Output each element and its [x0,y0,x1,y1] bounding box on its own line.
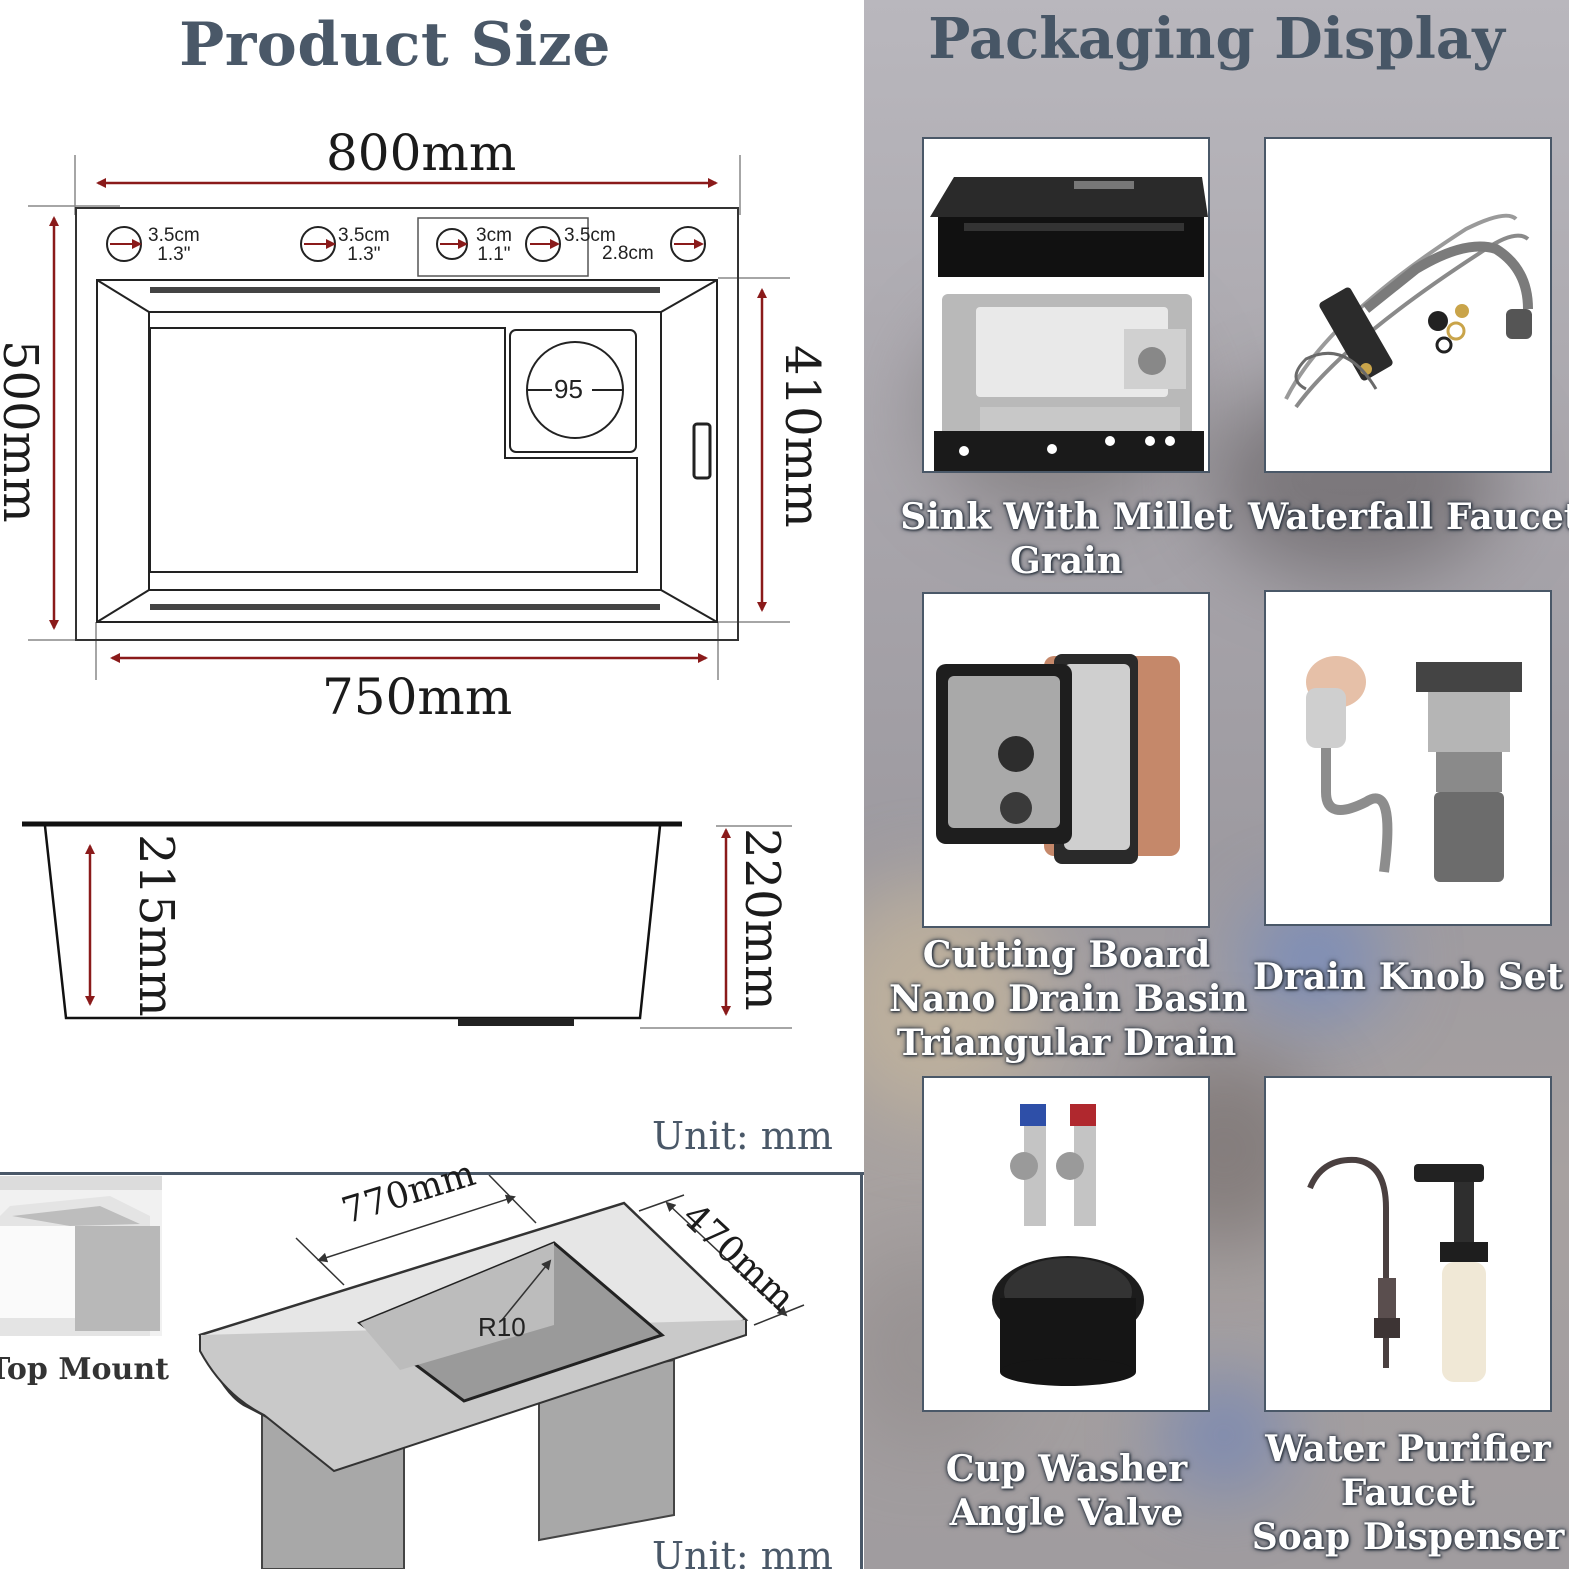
hole-4-label: 3.5cm [564,225,616,246]
basin-card [922,592,1210,928]
top-mount-thumbnail [0,1176,162,1336]
drain-icon [1306,656,1522,882]
hole-5-label: 2.8cm [602,243,654,264]
caption-drain: Drain Knob Set [1252,956,1564,998]
faucet-card [1264,137,1552,473]
sink-icon [930,177,1208,471]
packaging-display-title: Packaging Display [928,6,1505,72]
product-size-title: Product Size [179,10,611,80]
drain-card [1264,590,1552,926]
sink-side-view [22,821,792,1029]
caption-faucet: Waterfall Faucet [1248,496,1569,538]
cutout-drawing [198,1175,805,1569]
divider-line [0,1172,864,1175]
cutout-depth-arrow [665,1201,788,1317]
inset-divider [860,1172,863,1569]
sink-card [922,137,1210,473]
inner-height-label: 410mm [774,345,830,528]
unit-label-bottom: Unit: mm [652,1534,833,1569]
basin-icon [936,654,1180,864]
top-width-label: 800mm [326,124,517,182]
top-mount-label: Top Mount [0,1352,170,1387]
dispenser-icon [1307,1156,1488,1382]
sink-top-view-drawing [22,155,792,1029]
unit-label: Unit: mm [652,1114,833,1158]
valve-card [922,1076,1210,1412]
outer-height-label: 500mm [0,340,48,523]
inner-width-label: 750mm [322,668,513,726]
packaging-display-panel: Packaging Display [864,0,1569,1569]
depth-outer-label: 220mm [734,828,790,1011]
valve-icon [992,1104,1144,1386]
cutout-width-arrow [317,1194,516,1263]
corner-radius-label: R10 [478,1312,526,1342]
product-size-panel: Product Size [0,10,864,1569]
faucet-icon [1284,213,1533,409]
dispenser-card [1264,1076,1552,1412]
depth-inner-label: 215mm [128,834,184,1017]
bowl-diameter-label: 95 [552,374,585,404]
